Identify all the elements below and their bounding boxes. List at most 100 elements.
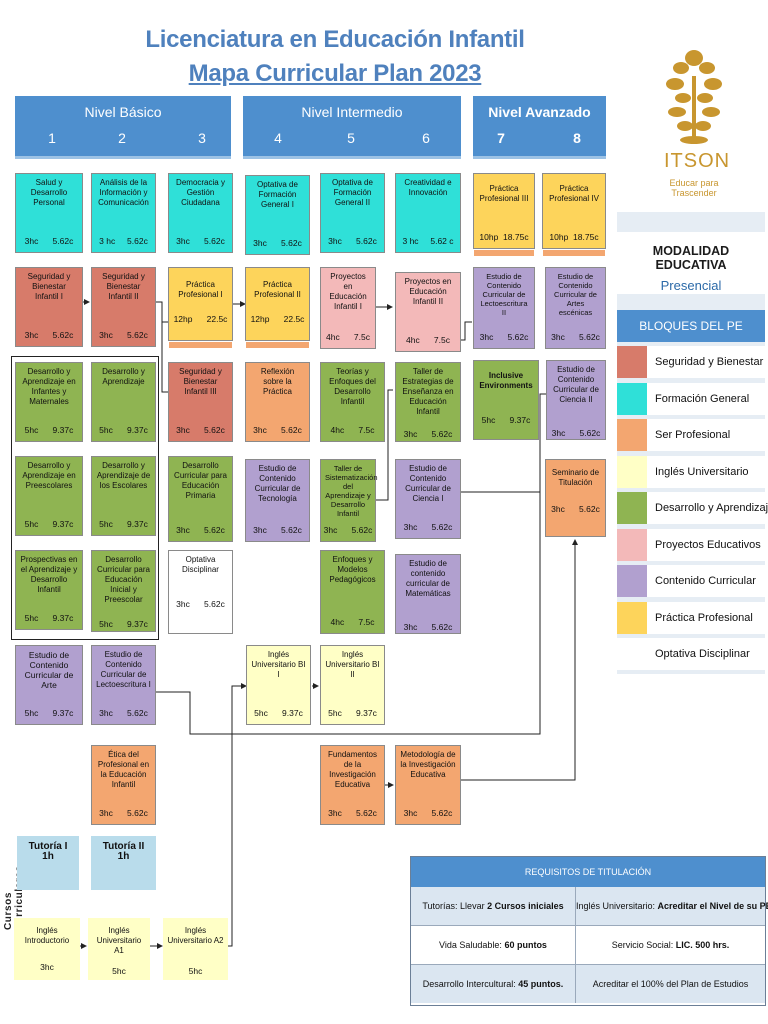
course-optativa-fg2[interactable]: Optativa de Formación General II 3hc 5.6…	[320, 173, 385, 253]
course-seminario-titulacion[interactable]: Seminario de Titulación 3hc 5.62c	[545, 459, 606, 537]
course-creatividad[interactable]: Creatividad e Innovación 3 hc 5.62 c	[395, 173, 461, 253]
course-ingles-a2[interactable]: Inglés Universitario A2 5hc	[163, 918, 228, 980]
tree-emblem-icon	[666, 50, 722, 144]
course-ingles-bi1[interactable]: Inglés Universitario BI I 5hc 9.37c	[246, 645, 311, 725]
course-name: Inglés Universitario BI II	[325, 650, 380, 679]
course-credits: 5hc 9.37c	[24, 425, 74, 435]
course-name: Análisis de la Información y Comunicació…	[98, 178, 149, 207]
arrow-proy2-lect2	[461, 321, 472, 341]
course-des-aprendizaje[interactable]: Desarrollo y Aprendizaje 5hc 9.37c	[91, 362, 156, 442]
course-credits: 4hc 7.5c	[330, 617, 375, 627]
course-credits: 3hc 5.62c	[403, 622, 453, 632]
legend-swatch	[617, 419, 647, 451]
course-name: Taller de Sistematización del Aprendizaj…	[325, 464, 378, 518]
course-lectoescritura-2[interactable]: Estudio de Contenido Curricular de Lecto…	[473, 267, 535, 349]
course-proyectos-1[interactable]: Proyectos en Educación Infantil I 4hc 7.…	[320, 267, 376, 349]
course-credits: 10hp 18.75c	[549, 232, 599, 242]
legend-item: Seguridad y Bienestar	[617, 346, 765, 378]
legend-header: BLOQUES DEL PE	[617, 310, 765, 342]
course-credits: 5hc 9.37c	[99, 519, 148, 529]
itson-logo	[663, 46, 725, 146]
legend-item: Contenido Curricular	[617, 565, 765, 597]
course-practica-2[interactable]: Práctica Profesional II 12hp 22.5c	[245, 267, 310, 348]
course-credits: 3hc 5.62c	[99, 808, 148, 818]
development-group-frame	[11, 356, 159, 640]
course-optativa-fg1[interactable]: Optativa de Formación General I 3hc 5.62…	[245, 175, 310, 255]
course-credits: 3hc 5.62c	[24, 330, 74, 340]
course-optativa-disciplinar[interactable]: Optativa Disciplinar 3hc 5.62c	[168, 550, 233, 634]
course-practica-3[interactable]: Práctica Profesional III 10hp 18.75c	[473, 173, 535, 256]
course-credits: 3 hc 5.62c	[99, 236, 148, 246]
course-name: Salud y Desarrollo Personal	[30, 178, 68, 207]
course-fundamentos-investigacion[interactable]: Fundamentos de la Investigación Educativ…	[320, 745, 385, 825]
course-ingles-bi2[interactable]: Inglés Universitario BI II 5hc 9.37c	[320, 645, 385, 725]
course-enfoques-modelos[interactable]: Enfoques y Modelos Pedagógicos 4hc 7.5c	[320, 550, 385, 634]
course-name: Teorías y Enfoques del Desarrollo Infant…	[329, 367, 376, 406]
course-credits: 3hc 5.62c	[176, 525, 225, 535]
level-advanced-header: Nivel Avanzado 7 8	[473, 96, 606, 159]
tutoria-1[interactable]: Tutoría I 1h	[17, 836, 79, 890]
course-seguridad-3[interactable]: Seguridad y Bienestar Infantil III 3hc 5…	[168, 362, 233, 442]
course-salud-desarrollo[interactable]: Salud y Desarrollo Personal 3hc 5.62c	[15, 173, 83, 253]
legend-item: Formación General	[617, 382, 765, 415]
legend-label: Práctica Profesional	[655, 611, 753, 624]
course-des-escolares[interactable]: Desarrollo y Aprendizaje de los Escolare…	[91, 456, 156, 536]
tutoria-2[interactable]: Tutoría II 1h	[91, 836, 156, 890]
course-name: Desarrollo y Aprendizaje en Infantes y M…	[22, 367, 76, 406]
semester-1: 1	[48, 130, 56, 146]
course-credits: 3hc 5.62c	[323, 525, 373, 535]
course-ingles-a1[interactable]: Inglés Universitario A1 5hc	[88, 918, 150, 980]
course-practica-4[interactable]: Práctica Profesional IV 10hp 18.75c	[542, 173, 606, 256]
course-reflexion-practica[interactable]: Reflexión sobre la Práctica 3hc 5.62c	[245, 362, 310, 442]
course-credits: 4hc 7.5c	[330, 425, 375, 435]
course-democracia[interactable]: Democracia y Gestión Ciudadana 3hc 5.62c	[168, 173, 233, 253]
legend-swatch	[617, 455, 647, 488]
course-contenido-arte[interactable]: Estudio de Contenido Curricular de Arte …	[15, 645, 83, 725]
req-label: Vida Saludable:	[439, 940, 505, 950]
course-name: Ética del Profesional en la Educación In…	[97, 750, 150, 789]
course-taller-sistematizacion[interactable]: Taller de Sistematización del Aprendizaj…	[320, 459, 378, 542]
course-etica-profesional[interactable]: Ética del Profesional en la Educación In…	[91, 745, 156, 825]
legend-label: Seguridad y Bienestar	[655, 356, 764, 368]
course-prospectivas[interactable]: Prospectivas en el Aprendizaje y Desarro…	[15, 550, 83, 630]
course-des-preescolares[interactable]: Desarrollo y Aprendizaje en Preescolares…	[15, 456, 83, 536]
course-analisis-informacion[interactable]: Análisis de la Información y Comunicació…	[91, 173, 156, 253]
semester-6: 6	[422, 130, 430, 146]
course-credits: 3hc 5.62c	[176, 425, 225, 435]
course-contenido-matematicas[interactable]: Estudio de contenido curricular de Matem…	[395, 554, 461, 634]
course-desarrollo-curricular-inicial[interactable]: Desarrollo Curricular para Educación Ini…	[91, 550, 156, 632]
course-des-infantes[interactable]: Desarrollo y Aprendizaje en Infantes y M…	[15, 362, 83, 442]
legend-label: Formación General	[655, 392, 750, 405]
course-metodologia-investigacion[interactable]: Metodología de la Investigación Educativ…	[395, 745, 461, 825]
req-tutorias: Tutorías: Llevar 2 Cursos iniciales	[411, 887, 575, 925]
course-hours: 3hc	[40, 962, 54, 972]
course-artes-escenicas[interactable]: Estudio de Contenido Curricular de Artes…	[545, 267, 606, 349]
tutoria-name: Tutoría II	[102, 841, 145, 852]
course-teorias-enfoques[interactable]: Teorías y Enfoques del Desarrollo Infant…	[320, 362, 385, 442]
course-contenido-ciencia-2[interactable]: Estudio de Contenido Curricular de Cienc…	[546, 360, 606, 440]
course-contenido-tecnologia[interactable]: Estudio de Contenido Curricular de Tecno…	[245, 459, 310, 542]
course-proyectos-2[interactable]: Proyectos en Educación Infantil II 4hc 7…	[395, 272, 461, 352]
course-seguridad-1[interactable]: Seguridad y Bienestar Infantil I 3hc 5.6…	[15, 267, 83, 347]
course-name: Optativa de Formación General II	[332, 178, 373, 207]
course-lectoescritura-1[interactable]: Estudio de Contenido Curricular de Lecto…	[91, 645, 156, 725]
course-practica-1[interactable]: Práctica Profesional I 12hp 22.5c	[168, 267, 233, 348]
course-ingles-introductorio[interactable]: Inglés Introductorio 3hc	[14, 918, 80, 980]
course-seguridad-2[interactable]: Seguridad y Bienestar Infantil II 3hc 5.…	[91, 267, 156, 347]
req-label: Tutorías: Llevar	[422, 901, 488, 911]
req-label: Servicio Social:	[611, 940, 676, 950]
course-credits: 3hc 5.62c	[253, 525, 302, 535]
course-credits: 3hc 5.62c	[176, 236, 225, 246]
course-name: Enfoques y Modelos Pedagógicos	[329, 555, 376, 584]
req-divider	[411, 964, 765, 965]
legend-label: Inglés Universitario	[655, 465, 749, 478]
course-contenido-ciencia-1[interactable]: Estudio de Contenido Curricular de Cienc…	[395, 459, 461, 539]
req-value: 2 Cursos iniciales	[487, 901, 564, 911]
level-intermediate-header: Nivel Intermedio 4 5 6	[243, 96, 461, 159]
semester-4: 4	[274, 130, 282, 146]
course-inclusive-environments[interactable]: Inclusive Environments 5hc 9.37c	[473, 360, 539, 440]
block-stripe	[246, 342, 309, 348]
course-taller-estrategias[interactable]: Taller de Estrategias de Enseñanza en Ed…	[395, 362, 461, 442]
course-desarrollo-curricular-primaria[interactable]: Desarrollo Curricular para Educación Pri…	[168, 456, 233, 542]
